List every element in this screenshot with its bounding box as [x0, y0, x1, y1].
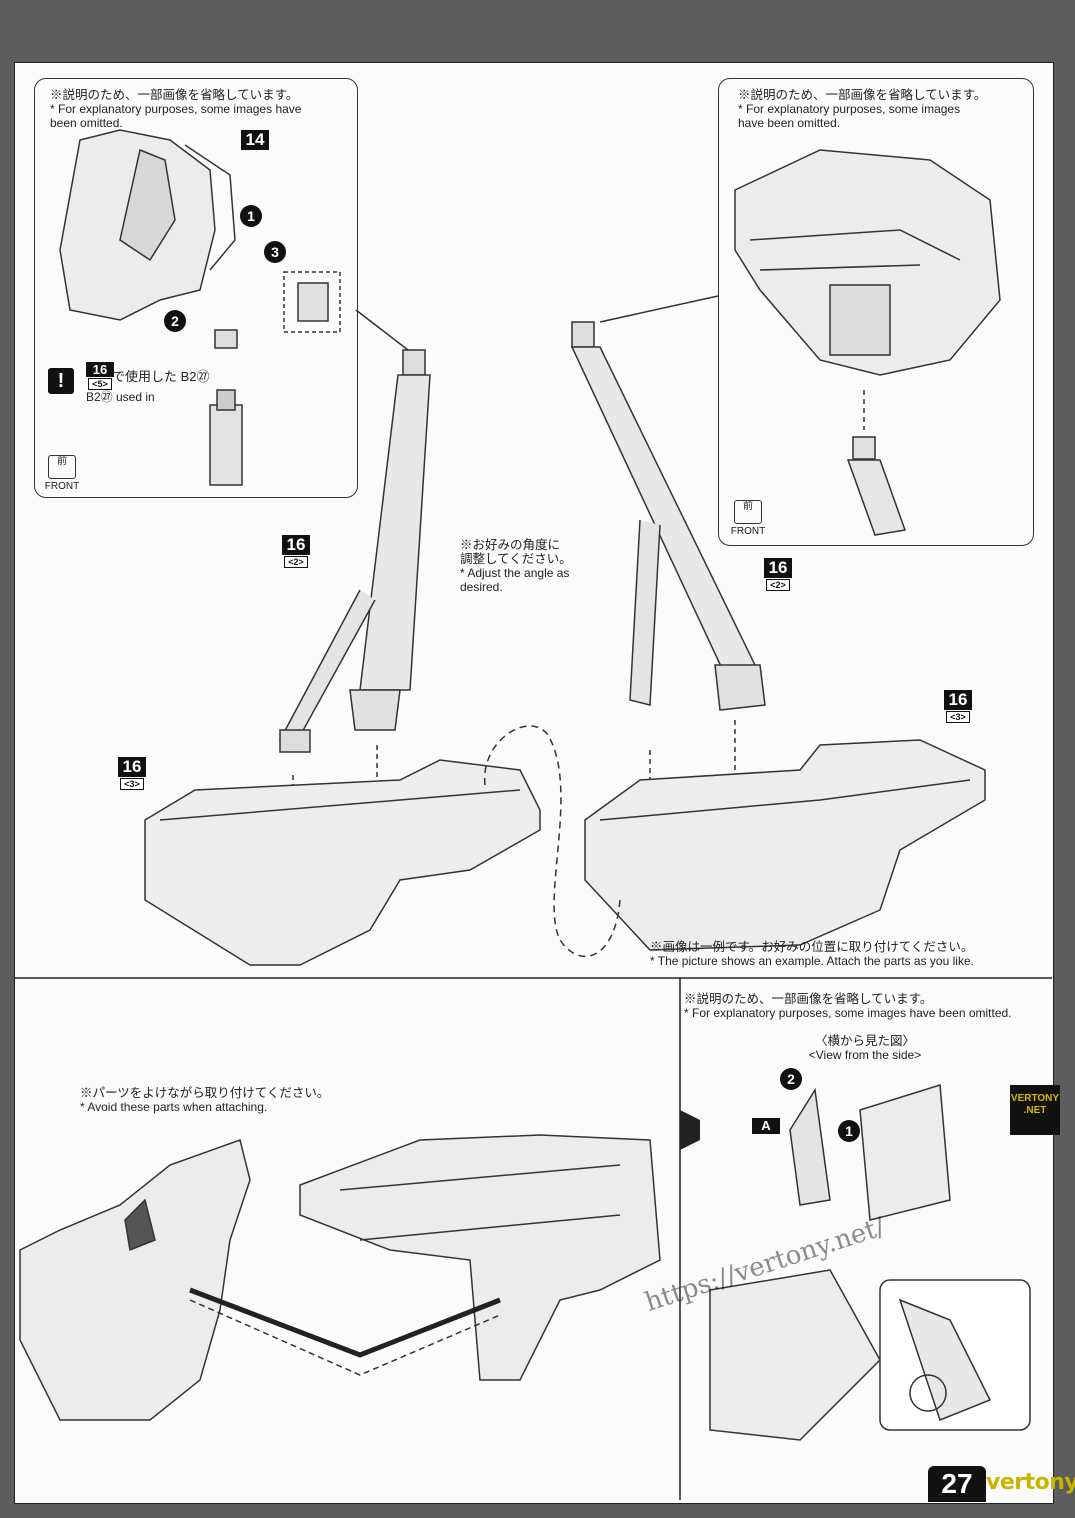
part-badge-right-base: 16 <3>	[944, 690, 972, 723]
omit-note-right: ※説明のため、一部画像を省略しています。 * For explanatory p…	[738, 88, 987, 130]
part-badge-left-arm: 16 <2>	[282, 535, 310, 568]
step-1-marker: 1	[240, 205, 262, 227]
watermark-site: vertony.net	[986, 1470, 1075, 1495]
example-note: ※画像は一例です。お好みの位置に取り付けてください。 * The picture…	[650, 940, 974, 968]
step-3-marker: 3	[264, 241, 286, 263]
bottom-step-1-marker: 1	[838, 1120, 860, 1142]
part-a-label: A	[752, 1118, 780, 1134]
part-badge-left-base: 16 <3>	[118, 757, 146, 790]
warning-icon: !	[48, 368, 74, 394]
omit-note-bottom: ※説明のため、一部画像を省略しています。 * For explanatory p…	[684, 992, 1012, 1020]
omit-note-left: ※説明のため、一部画像を省略しています。 * For explanatory p…	[50, 88, 302, 130]
part-badge-right-arm: 16 <2>	[764, 558, 792, 591]
angle-note: ※お好みの角度に 調整してください。 * Adjust the angle as…	[460, 538, 572, 594]
ref-badge-16-5: 16 <5>	[86, 362, 114, 390]
side-view-caption: 〈横から見た図〉 <View from the side>	[808, 1034, 922, 1062]
warning-text-jp: で使用した B2㉗	[112, 369, 210, 384]
detail-panel-right	[718, 78, 1034, 546]
front-indicator-left: 前 FRONT	[44, 455, 80, 492]
detail-panel-left	[34, 78, 358, 498]
warning-text-en: B2㉗ used in	[86, 390, 155, 404]
step-2-marker: 2	[164, 310, 186, 332]
front-indicator-right: 前 FRONT	[730, 500, 766, 537]
avoid-parts-note: ※パーツをよけながら取り付けてください。 * Avoid these parts…	[80, 1086, 330, 1114]
bottom-step-2-marker: 2	[780, 1068, 802, 1090]
page-number: 27	[928, 1466, 986, 1502]
watermark-logo: VERTONY .NET	[1010, 1085, 1060, 1135]
part-label-14: 14	[241, 130, 269, 150]
